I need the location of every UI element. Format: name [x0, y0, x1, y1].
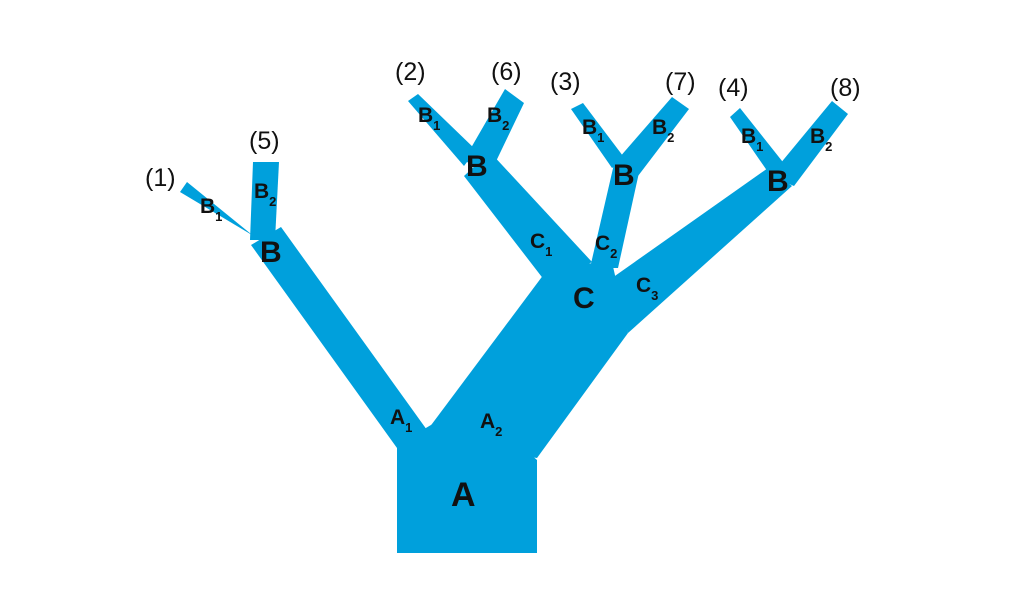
segment-midleft-b1-base: B: [418, 104, 433, 127]
segment-left-b2-base: B: [254, 180, 269, 203]
branch-c2: [590, 164, 640, 268]
segment-left-b1-index: 1: [215, 209, 222, 224]
segment-c3-base: C: [636, 274, 651, 297]
left-branch-b2: [250, 162, 279, 240]
segment-a2-base: A: [480, 410, 495, 433]
segment-a1-index: 1: [405, 420, 412, 435]
segment-right-b2-index: 2: [825, 139, 832, 154]
segment-c1-base: C: [530, 230, 545, 253]
segment-label-midcenter-b1: B1: [582, 116, 604, 145]
segment-label-midleft-b1: B1: [418, 104, 440, 133]
segment-c2-index: 2: [610, 246, 617, 261]
segment-label-c1: C1: [530, 230, 552, 259]
node-label-center: C: [573, 282, 595, 315]
tip-label-2: (2): [395, 58, 426, 86]
segment-label-left-b2: B2: [254, 180, 276, 209]
segment-c3-index: 3: [651, 288, 658, 303]
tree-branches: [180, 89, 848, 553]
tip-label-3: (3): [550, 68, 581, 96]
segment-label-c2: C2: [595, 232, 617, 261]
segment-midleft-b1-index: 1: [433, 118, 440, 133]
segment-a1-base: A: [390, 406, 405, 429]
right-branch-b1: [730, 108, 786, 175]
segment-right-b1-base: B: [741, 125, 756, 148]
branch-c3: [612, 168, 792, 333]
segment-midcenter-b1-index: 1: [597, 130, 604, 145]
segment-midleft-b2-base: B: [487, 104, 502, 127]
tip-label-5: (5): [249, 127, 280, 155]
segment-labels: A1 A2 C1 C2 C3 B1 B2 B1 B2 B1 B2 B1 B2: [200, 104, 832, 439]
segment-label-a2: A2: [480, 410, 502, 439]
node-label-root: A: [451, 476, 476, 514]
midleft-branch-b1: [408, 94, 476, 166]
tip-label-1: (1): [145, 164, 176, 192]
midcenter-branch-b1: [571, 103, 626, 168]
segment-label-c3: C3: [636, 274, 658, 303]
segment-label-right-b2: B2: [810, 125, 832, 154]
node-label-right: B: [767, 165, 789, 198]
node-label-mid-center: B: [613, 159, 635, 192]
segment-right-b2-base: B: [810, 125, 825, 148]
node-label-left: B: [260, 236, 282, 269]
left-branch-b1: [180, 182, 262, 243]
segment-right-b1-index: 1: [756, 139, 763, 154]
segment-label-midcenter-b2: B2: [652, 116, 674, 145]
segment-c2-base: C: [595, 232, 610, 255]
node-label-mid-left: B: [466, 150, 488, 183]
segment-midleft-b2-index: 2: [502, 118, 509, 133]
tip-labels: (1) (5) (2) (6) (3) (7) (4) (8): [145, 58, 861, 192]
tip-label-6: (6): [491, 58, 522, 86]
segment-label-right-b1: B1: [741, 125, 763, 154]
branch-a1: [251, 227, 427, 448]
node-labels: A B C B B B: [260, 150, 789, 514]
segment-midcenter-b2-index: 2: [667, 130, 674, 145]
tip-label-8: (8): [830, 74, 861, 102]
right-branch-b2: [770, 101, 848, 186]
segment-midcenter-b1-base: B: [582, 116, 597, 139]
segment-left-b2-index: 2: [269, 194, 276, 209]
segment-left-b1-base: B: [200, 195, 215, 218]
segment-midcenter-b2-base: B: [652, 116, 667, 139]
branch-c1: [464, 152, 592, 285]
segment-c1-index: 1: [545, 244, 552, 259]
segment-label-a1: A1: [390, 406, 412, 435]
segment-label-left-b1: B1: [200, 195, 222, 224]
segment-label-midleft-b2: B2: [487, 104, 509, 133]
midleft-branch-b2: [464, 89, 524, 176]
segment-a2-index: 2: [495, 424, 502, 439]
tip-label-4: (4): [718, 74, 749, 102]
branch-a2: [420, 262, 628, 458]
tip-label-7: (7): [665, 68, 696, 96]
midcenter-branch-b2: [612, 97, 689, 176]
